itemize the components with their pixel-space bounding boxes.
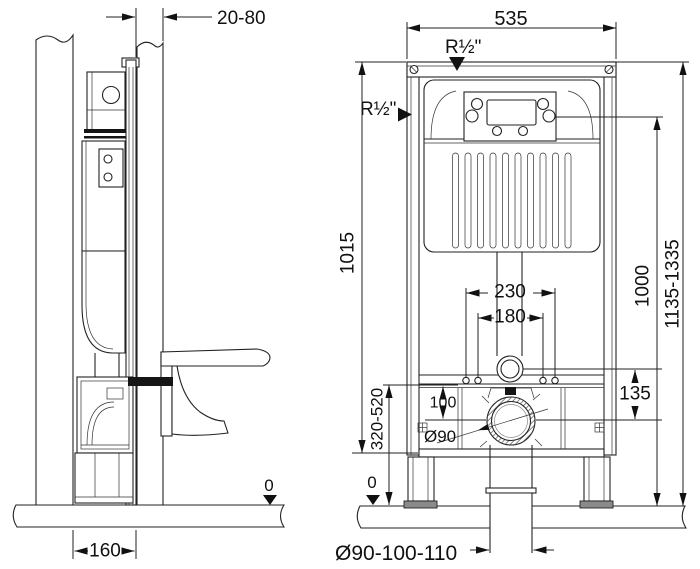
floor-left [12, 504, 286, 528]
fixing-crossbar [419, 355, 604, 388]
level-triangle-icon [366, 495, 380, 505]
level-triangle-icon [263, 495, 277, 505]
fill-valve-icon [101, 85, 121, 105]
dim-frame-height: 1015 [338, 61, 418, 454]
adjuster-screw-icon [417, 422, 428, 433]
dim-inlet-to-drain: 135 [619, 370, 651, 419]
dim-drain-height-range: 320-520 [368, 385, 393, 505]
foot-plate [579, 500, 614, 509]
water-supply-side-callout: R½" [360, 99, 412, 122]
dim-frame-width: 535 [406, 8, 617, 59]
dim-wall-offset-label: 20-80 [217, 8, 266, 29]
water-supply-side-label: R½" [360, 99, 396, 120]
cistern-front [423, 79, 601, 253]
dim-total-height-label: 1135-1335 [663, 239, 684, 328]
drain-diameter-callout: Ø90 [424, 408, 549, 446]
flush-pipe [496, 252, 523, 356]
dim-fixing-spacing: 230 180 [465, 282, 556, 377]
water-supply-top-callout: R½" [445, 37, 481, 71]
dim-bar-to-drain: 100 [430, 386, 457, 419]
floor-level-right-label: 0 [367, 473, 376, 492]
dim-frame-width-label: 535 [494, 8, 527, 30]
drain-pipe [485, 445, 537, 553]
flush-plate-access [463, 91, 557, 142]
floor-level-left: 0 [263, 476, 277, 505]
floor-level-right: 0 [366, 473, 380, 505]
mounting-stud [128, 377, 173, 386]
dim-pipe-diameter: Ø90-100-110 [335, 542, 554, 565]
dim-frame-height-label: 1015 [338, 232, 359, 274]
support-legs [403, 456, 614, 509]
lower-section [417, 388, 605, 449]
corner-screw-icon [409, 64, 419, 75]
toilet-bowl [160, 348, 271, 437]
dim-drain-height-range-label: 320-520 [368, 388, 387, 450]
front-view: 535 R½" R½" 1015 230 [335, 8, 689, 565]
back-wall [35, 33, 74, 506]
drain-diameter-label: Ø90 [424, 427, 456, 446]
dim-fix-outer-label: 230 [494, 282, 526, 303]
side-view: 20-80 0 160 [12, 8, 286, 562]
corner-screw-icon [604, 64, 614, 75]
dim-fix-inner-label: 180 [494, 307, 526, 328]
adjuster-screw-icon [594, 422, 605, 433]
dim-frame-depth: 160 [72, 530, 137, 562]
water-supply-top-label: R½" [445, 37, 481, 58]
dim-wall-offset: 20-80 [106, 8, 266, 57]
callout-arrow-icon [449, 57, 465, 71]
dim-total-height: 1135-1335 [616, 61, 689, 506]
frame-lower-side [74, 376, 134, 504]
floor-right [356, 505, 688, 529]
dim-pipe-diameter-label: Ø90-100-110 [335, 542, 457, 565]
dim-plate-height: 1000 [555, 116, 663, 506]
lower-crossmember [418, 448, 605, 458]
callout-arrow-icon [398, 107, 412, 122]
mounting-bracket [98, 148, 124, 188]
foot-plate [403, 500, 438, 509]
dim-frame-depth-label: 160 [89, 541, 121, 562]
dim-plate-height-label: 1000 [633, 265, 654, 307]
dim-inlet-to-drain-label: 135 [619, 384, 651, 405]
finished-wall [136, 41, 164, 506]
leader-arrow-icon [478, 424, 490, 431]
cistern-ribs [452, 152, 572, 249]
drain-elbow [479, 387, 543, 448]
cistern-side [81, 71, 126, 377]
floor-level-left-label: 0 [264, 476, 273, 495]
dim-bar-to-drain-label: 100 [430, 395, 457, 412]
